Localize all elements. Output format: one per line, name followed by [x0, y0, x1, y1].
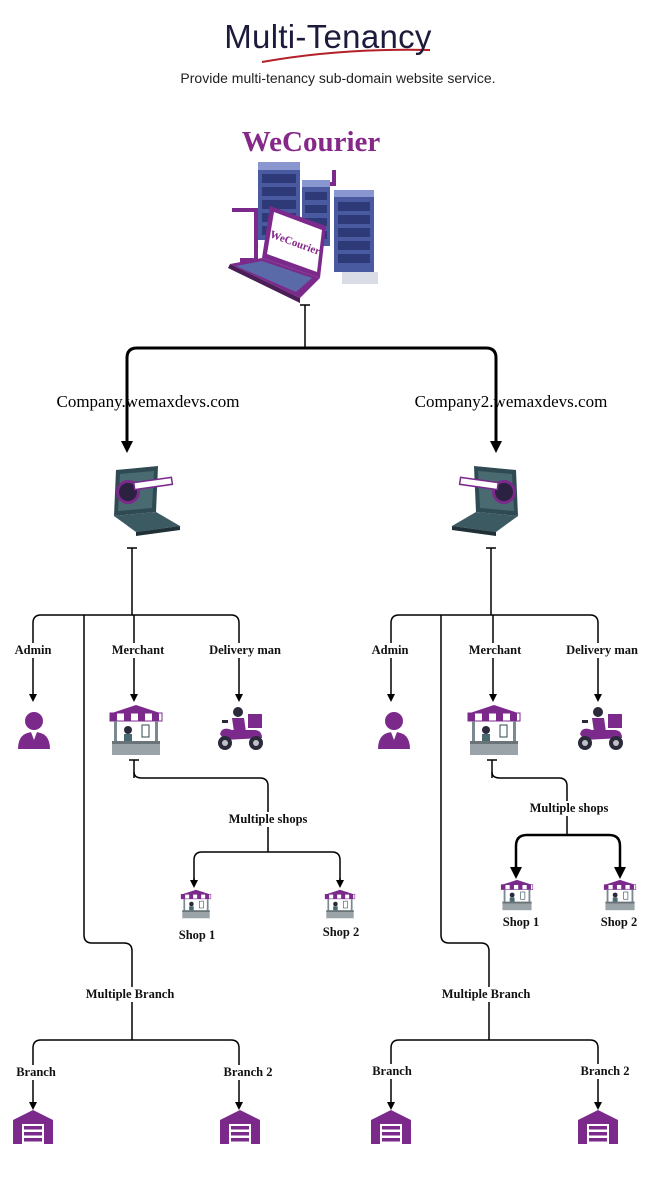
tenant-1-shop-1-label: Shop 1 — [176, 928, 218, 943]
tenant-2-merchant-label: Merchant — [466, 643, 524, 658]
tenant-2-branch-2-warehouse-icon — [578, 1110, 618, 1144]
tenant-1-branch-group-label: Multiple Branch — [83, 987, 177, 1002]
tenant-1-branch-2-warehouse-icon — [220, 1110, 260, 1144]
tenant-1-delivery-scooter-icon — [218, 707, 263, 750]
tenant-1-domain: Company.wemaxdevs.com — [56, 392, 240, 411]
tenant-1-branch-1-label: Branch — [14, 1065, 58, 1080]
tenant-2-shop-1-icon — [500, 879, 534, 911]
tenant-2-branch-1-label: Branch — [370, 1064, 414, 1079]
server-laptop-icon: WeCourier — [228, 162, 378, 303]
title-swoosh — [261, 48, 431, 63]
tenant-2-shop-2-label: Shop 2 — [598, 915, 640, 930]
tenant-1-shop-2-label: Shop 2 — [320, 925, 362, 940]
hub-brand-name: WeCourier — [241, 126, 381, 158]
page-title: Multi-Tenancy — [224, 18, 432, 55]
tenant-2-admin-icon — [378, 712, 410, 749]
tenant-2-shop-2-icon — [603, 879, 637, 911]
page-subtitle: Provide multi-tenancy sub-domain website… — [180, 70, 496, 86]
tenant-1-shops-group-label: Multiple shops — [226, 812, 310, 827]
tenant-2-admin-label: Admin — [369, 643, 411, 658]
tenant-2-branch-2-label: Branch 2 — [578, 1064, 632, 1079]
tenant-1-merchant-shop-icon — [109, 705, 163, 755]
tenant-2-shop-1-label: Shop 1 — [500, 915, 542, 930]
tenant-2-branch-1-warehouse-icon — [371, 1110, 411, 1144]
tenant-1-laptop-icon — [114, 466, 180, 536]
tenant-2-domain: Company2.wemaxdevs.com — [414, 392, 608, 411]
tenant-1-branch-1-warehouse-icon — [13, 1110, 53, 1144]
tenant-2-shops-group-label: Multiple shops — [527, 801, 611, 816]
tenant-1-merchant-label: Merchant — [109, 643, 167, 658]
tenant-1-branch-2-label: Branch 2 — [221, 1065, 275, 1080]
tenant-1-shop-1-icon — [180, 889, 212, 919]
tenant-1-shop-2-icon — [324, 889, 356, 919]
tenant-1-admin-icon — [18, 712, 50, 749]
tenant-2-branch-group-label: Multiple Branch — [439, 987, 533, 1002]
tenant-2-delivery-label: Delivery man — [564, 643, 640, 658]
tenant-2-delivery-scooter-icon — [578, 707, 623, 750]
tenant-1-admin-label: Admin — [12, 643, 54, 658]
tenant-2-merchant-shop-icon — [467, 705, 521, 755]
tenant-1-delivery-label: Delivery man — [207, 643, 283, 658]
tenant-2-laptop-icon — [452, 466, 518, 536]
